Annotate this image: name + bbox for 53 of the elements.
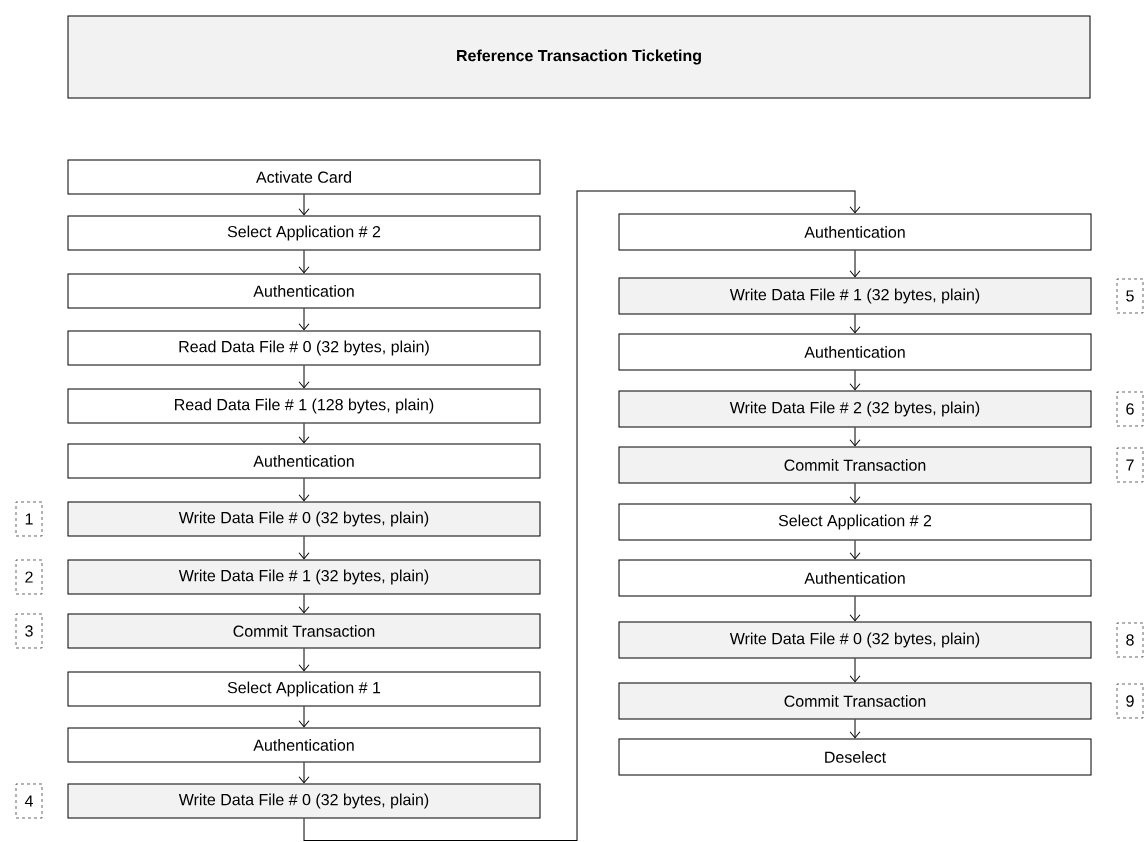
arrow	[849, 658, 861, 683]
arrow	[298, 478, 310, 502]
process-box: Select Application # 2	[67, 215, 541, 251]
arrow	[849, 483, 861, 504]
arrow	[298, 250, 310, 274]
process-box: Write Data File # 0 (32 bytes, plain)	[618, 621, 1092, 659]
arrow	[298, 648, 310, 672]
process-box: Read Data File # 0 (32 bytes, plain)	[67, 330, 541, 366]
arrow	[298, 423, 310, 444]
process-box: Write Data File # 2 (32 bytes, plain)	[618, 390, 1092, 428]
arrow	[298, 536, 310, 560]
process-box: Authentication	[67, 443, 541, 479]
arrow	[849, 314, 861, 334]
step-number: 6	[1116, 391, 1144, 427]
arrow	[298, 762, 310, 784]
process-box: Read Data File # 1 (128 bytes, plain)	[67, 388, 541, 424]
process-box: Write Data File # 1 (32 bytes, plain)	[67, 559, 541, 595]
arrow	[298, 194, 310, 216]
arrow	[849, 719, 861, 739]
step-number: 9	[1116, 683, 1144, 719]
step-number: 1	[15, 501, 43, 537]
arrow	[303, 190, 861, 841]
process-box: Authentication	[618, 559, 1092, 597]
process-box: Select Application # 1	[67, 671, 541, 707]
arrow	[849, 596, 861, 622]
arrow	[849, 250, 861, 278]
process-box: Authentication	[67, 273, 541, 309]
process-box: Activate Card	[67, 159, 541, 195]
process-box: Write Data File # 1 (32 bytes, plain)	[618, 277, 1092, 315]
title-banner: Reference Transaction Ticketing	[67, 15, 1091, 99]
arrow	[849, 427, 861, 447]
arrow	[849, 370, 861, 391]
step-number: 7	[1116, 447, 1144, 483]
process-box: Authentication	[618, 213, 1092, 251]
arrow	[298, 365, 310, 389]
process-box: Commit Transaction	[618, 682, 1092, 720]
process-box: Commit Transaction	[67, 613, 541, 649]
arrow	[849, 540, 861, 560]
step-number: 3	[15, 613, 43, 649]
step-number: 8	[1116, 622, 1144, 658]
process-box: Select Application # 2	[618, 503, 1092, 541]
step-number: 5	[1116, 278, 1144, 314]
process-box: Write Data File # 0 (32 bytes, plain)	[67, 501, 541, 537]
process-box: Write Data File # 0 (32 bytes, plain)	[67, 783, 541, 819]
arrow	[298, 594, 310, 614]
process-box: Commit Transaction	[618, 446, 1092, 484]
process-box: Deselect	[618, 738, 1092, 776]
process-box: Authentication	[618, 333, 1092, 371]
arrow	[298, 308, 310, 331]
step-number: 4	[15, 783, 43, 819]
process-box: Authentication	[67, 727, 541, 763]
arrow	[298, 706, 310, 728]
step-number: 2	[15, 559, 43, 595]
